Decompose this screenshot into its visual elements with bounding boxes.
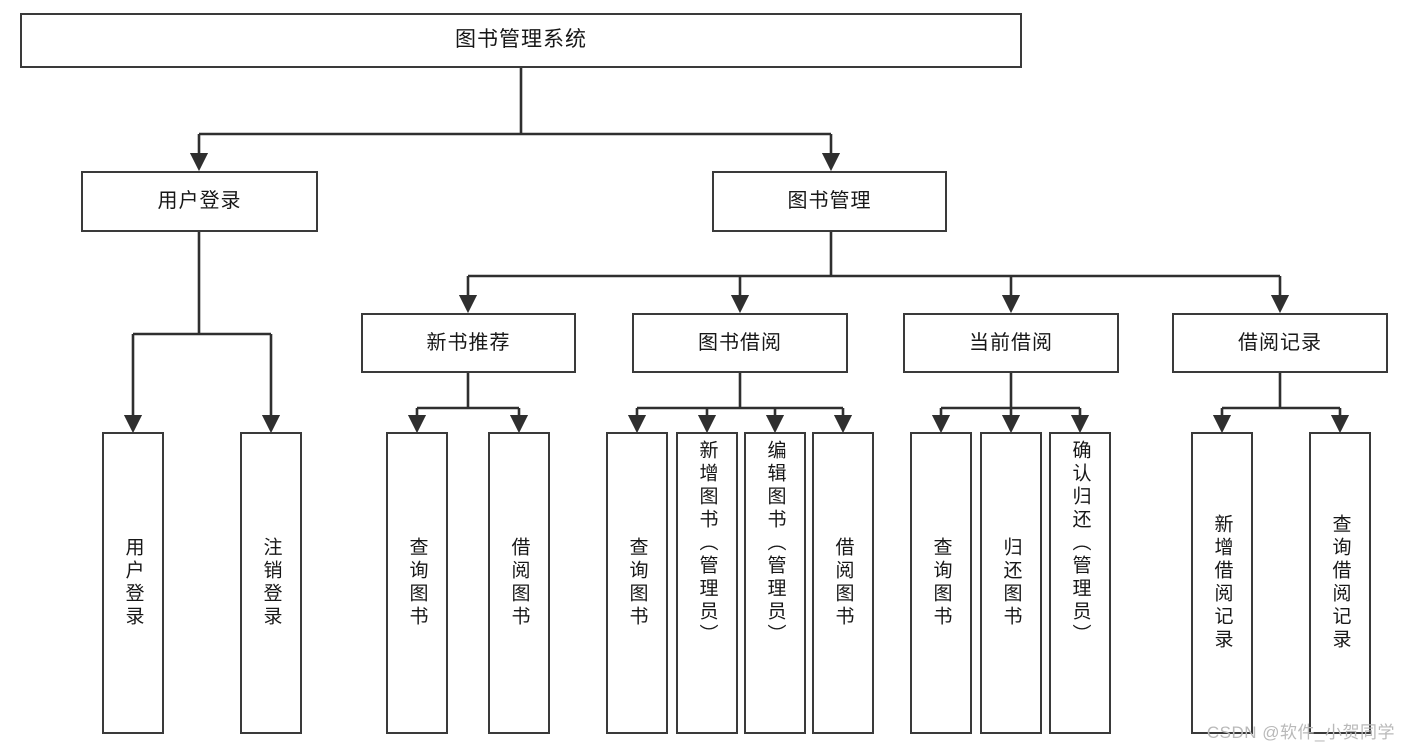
- leaf-user-login-logout[interactable]: 注销登录: [240, 432, 302, 734]
- node-label: 编辑图书（管理员）: [764, 440, 786, 647]
- node-label: 图书借阅: [698, 331, 782, 354]
- node-label: 新增借阅记录: [1211, 514, 1233, 652]
- node-label: 借阅图书: [508, 537, 530, 629]
- leaf-borrow-record-query-record[interactable]: 查询借阅记录: [1309, 432, 1371, 734]
- leaf-book-borrow-edit-book-admin[interactable]: 编辑图书（管理员）: [744, 432, 806, 734]
- node-label: 归还图书: [1000, 537, 1022, 629]
- node-label: 查询图书: [930, 537, 952, 629]
- node-label: 新增图书（管理员）: [696, 440, 718, 647]
- node-borrow-record[interactable]: 借阅记录: [1172, 313, 1388, 373]
- leaf-book-borrow-borrow-books[interactable]: 借阅图书: [812, 432, 874, 734]
- node-book-borrow[interactable]: 图书借阅: [632, 313, 848, 373]
- leaf-book-borrow-query-books[interactable]: 查询图书: [606, 432, 668, 734]
- leaf-book-borrow-add-book-admin[interactable]: 新增图书（管理员）: [676, 432, 738, 734]
- node-book-management[interactable]: 图书管理: [712, 171, 947, 232]
- node-user-login[interactable]: 用户登录: [81, 171, 318, 232]
- leaf-current-borrow-confirm-return-admin[interactable]: 确认归还（管理员）: [1049, 432, 1111, 734]
- node-label: 图书管理: [787, 190, 872, 212]
- node-label: 查询图书: [626, 537, 648, 629]
- leaf-current-borrow-return-books[interactable]: 归还图书: [980, 432, 1042, 734]
- node-label: 新书推荐: [426, 331, 511, 354]
- leaf-current-borrow-query-books[interactable]: 查询图书: [910, 432, 972, 734]
- node-label: 查询图书: [406, 537, 428, 629]
- leaf-user-login-login[interactable]: 用户登录: [102, 432, 164, 734]
- node-label: 确认归还（管理员）: [1069, 440, 1091, 647]
- node-current-borrow[interactable]: 当前借阅: [903, 313, 1119, 373]
- node-label: 当前借阅: [969, 331, 1053, 354]
- leaf-new-book-query-books[interactable]: 查询图书: [386, 432, 448, 734]
- node-label: 用户登录: [157, 190, 242, 212]
- node-label: 查询借阅记录: [1329, 514, 1351, 652]
- leaf-new-book-borrow-books[interactable]: 借阅图书: [488, 432, 550, 734]
- node-root-system[interactable]: 图书管理系统: [20, 13, 1022, 68]
- node-new-book-recommend[interactable]: 新书推荐: [361, 313, 576, 373]
- leaf-borrow-record-add-record[interactable]: 新增借阅记录: [1191, 432, 1253, 734]
- node-label: 借阅记录: [1238, 331, 1322, 354]
- node-label: 借阅图书: [832, 537, 854, 629]
- node-label: 注销登录: [260, 537, 282, 629]
- node-label: 用户登录: [122, 537, 144, 629]
- node-label: 图书管理系统: [455, 28, 587, 52]
- csdn-watermark: CSDN @软件_小贺同学: [1206, 723, 1395, 742]
